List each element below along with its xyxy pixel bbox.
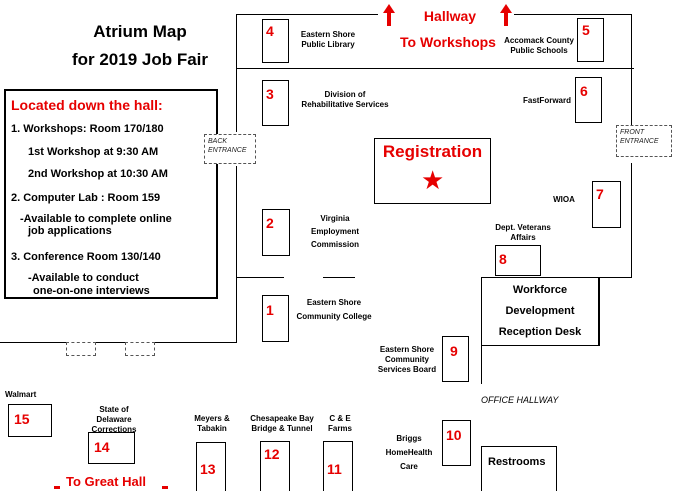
legend-item-conference-note-1: -Available to conduct [28, 272, 139, 284]
hallway-label: Hallway [423, 8, 477, 24]
door-1 [66, 342, 96, 356]
wall-right-upper [631, 14, 632, 125]
wall-wfd-right [599, 277, 600, 346]
booth-1[interactable] [262, 295, 289, 342]
restrooms: Restrooms [481, 446, 557, 491]
booth-15-label: Walmart [5, 390, 37, 399]
wall-left-lower [236, 166, 237, 342]
booth-12[interactable] [260, 441, 290, 491]
booth-5-number: 5 [582, 22, 590, 38]
legend-heading: Located down the hall: [11, 97, 163, 113]
back-entrance-label-1: BACK [208, 138, 228, 145]
legend-item-computer-lab: 2. Computer Lab : Room 159 [11, 192, 161, 204]
booth-13-label: Meyers &Tabakin [194, 414, 230, 433]
booth-1-number: 1 [266, 302, 274, 318]
booth-5[interactable] [577, 18, 604, 62]
wall-top-right [514, 14, 631, 15]
star-icon: ★ [421, 165, 445, 195]
booth-14-number: 14 [94, 439, 110, 455]
registration-label: Registration [382, 142, 483, 161]
wall-right-lower [631, 163, 632, 277]
booth-13[interactable] [196, 442, 226, 491]
legend-box: Located down the hall: 1. Workshops: Roo… [4, 89, 218, 299]
booth-7[interactable] [592, 181, 621, 228]
booth-10[interactable] [442, 420, 471, 466]
booth-11[interactable] [323, 441, 353, 491]
legend-item-workshop-2: 2nd Workshop at 10:30 AM [28, 168, 168, 180]
booth-2-number: 2 [266, 215, 274, 231]
booth-4-number: 4 [266, 23, 274, 39]
wall-mid-left [236, 277, 284, 278]
restrooms-label: Restrooms [488, 456, 546, 468]
booth-6-number: 6 [580, 83, 588, 99]
great-hall-dash-left [54, 486, 60, 489]
office-hallway-label: OFFICE HALLWAY [481, 395, 559, 405]
hallway-workshops-label: To Workshops [400, 34, 496, 50]
wall-lower-left [0, 342, 237, 343]
wall-mid-center [323, 277, 355, 278]
wall-left-upper [236, 14, 237, 132]
booth-6[interactable] [575, 77, 602, 123]
booth-15[interactable] [8, 404, 52, 437]
booth-8-number: 8 [499, 251, 507, 267]
booth-9[interactable] [442, 336, 469, 382]
workforce-reception-desk: Workforce Development Reception Desk [481, 277, 599, 346]
front-entrance-label-2: ENTRANCE [620, 138, 659, 145]
front-entrance-label-1: FRONT [620, 129, 645, 136]
great-hall-dash-right [162, 486, 168, 489]
arrow-up-left-icon [383, 4, 395, 28]
booth-14[interactable] [88, 432, 135, 464]
registration-desk: Registration ★ [374, 138, 491, 204]
booth-7-label: WIOA [553, 195, 575, 204]
booth-3[interactable] [262, 80, 289, 126]
map-title-line1: Atrium Map [93, 22, 187, 41]
legend-item-conference-note-2: one-on-one interviews [33, 285, 150, 297]
booth-8[interactable] [495, 245, 541, 276]
booth-6-label: FastForward [522, 96, 571, 105]
booth-9-number: 9 [450, 343, 458, 359]
legend-item-computer-lab-note-2: job applications [28, 225, 112, 237]
booth-10-number: 10 [446, 427, 462, 443]
workforce-label-3: Reception Desk [498, 326, 582, 338]
great-hall-label: To Great Hall [66, 474, 146, 489]
legend-item-conference: 3. Conference Room 130/140 [11, 251, 161, 263]
booth-11-number: 11 [327, 461, 342, 477]
wall-top-left [236, 14, 378, 15]
back-entrance[interactable]: BACK ENTRANCE [204, 134, 256, 164]
booth-12-number: 12 [264, 446, 280, 462]
booth-4[interactable] [262, 19, 289, 63]
booth-3-number: 3 [266, 86, 274, 102]
back-entrance-label-2: ENTRANCE [208, 147, 247, 154]
booth-2[interactable] [262, 209, 290, 256]
map-title-line2: for 2019 Job Fair [71, 50, 209, 69]
legend-item-computer-lab-note-1: -Available to complete online [20, 213, 172, 225]
legend-item-workshops: 1. Workshops: Room 170/180 [11, 123, 164, 135]
legend-item-workshop-1: 1st Workshop at 9:30 AM [28, 146, 159, 158]
workforce-label-1: Workforce [512, 284, 568, 296]
workforce-label-2: Development [505, 305, 575, 317]
front-entrance[interactable]: FRONT ENTRANCE [616, 125, 672, 157]
door-2 [125, 342, 155, 356]
arrow-up-right-icon [500, 4, 512, 28]
booth-13-number: 13 [200, 461, 216, 477]
booth-7-number: 7 [596, 186, 604, 202]
booth-15-number: 15 [14, 411, 30, 427]
wall-inner-top [236, 68, 634, 69]
